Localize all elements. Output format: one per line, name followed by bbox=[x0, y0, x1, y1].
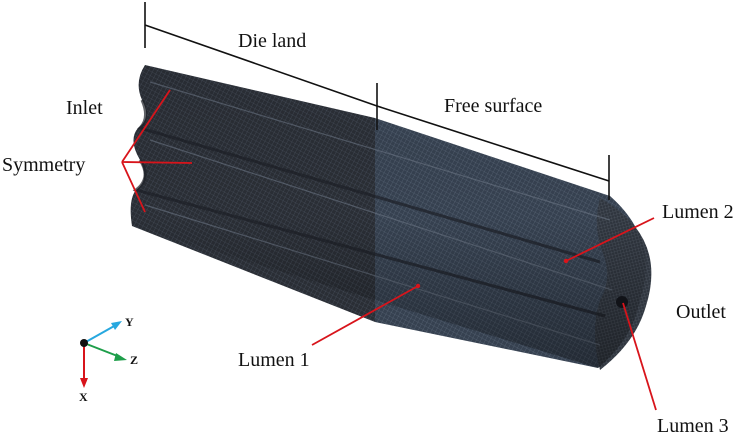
die-land-label: Die land bbox=[238, 30, 306, 52]
lumen-1-leader-dot bbox=[415, 283, 421, 289]
symmetry-label: Symmetry bbox=[2, 154, 85, 176]
lumen-2-label: Lumen 2 bbox=[662, 201, 734, 223]
axis-y-label: Y bbox=[125, 315, 134, 329]
axis-z-arrowhead bbox=[114, 353, 127, 361]
die-land-dimension-line bbox=[144, 24, 378, 107]
outlet-label: Outlet bbox=[676, 301, 726, 323]
triad-origin bbox=[80, 339, 88, 347]
lumen-3-opening bbox=[616, 296, 628, 308]
axis-x-arrowhead bbox=[80, 378, 88, 388]
lumen-3-leader bbox=[622, 302, 657, 411]
symmetry-leader-bottom bbox=[121, 161, 146, 213]
axis-z-arrow bbox=[83, 342, 121, 358]
lumen-1-label: Lumen 1 bbox=[238, 349, 310, 371]
axis-z-label: Z bbox=[130, 353, 138, 367]
axis-x-label: X bbox=[79, 390, 88, 404]
lumen-2-leader-dot bbox=[563, 258, 569, 264]
leader-lines bbox=[121, 89, 657, 411]
axis-y-arrowhead bbox=[111, 321, 122, 330]
axis-y-arrow bbox=[83, 324, 117, 344]
inlet-label: Inlet bbox=[66, 97, 103, 119]
dimension-lines bbox=[144, 2, 610, 200]
symmetry-leader-mid bbox=[121, 161, 193, 164]
lumen-3-label: Lumen 3 bbox=[657, 415, 729, 437]
free-surface-label: Free surface bbox=[444, 95, 542, 117]
coordinate-triad: Y Z X bbox=[79, 315, 138, 404]
free-surface-dimension-line bbox=[376, 105, 610, 182]
body-shading bbox=[130, 65, 646, 368]
lumen-2-leader bbox=[565, 217, 655, 262]
lumen-1-leader bbox=[311, 285, 419, 346]
mesh-body bbox=[130, 65, 652, 370]
symmetry-leader-top bbox=[121, 89, 171, 163]
